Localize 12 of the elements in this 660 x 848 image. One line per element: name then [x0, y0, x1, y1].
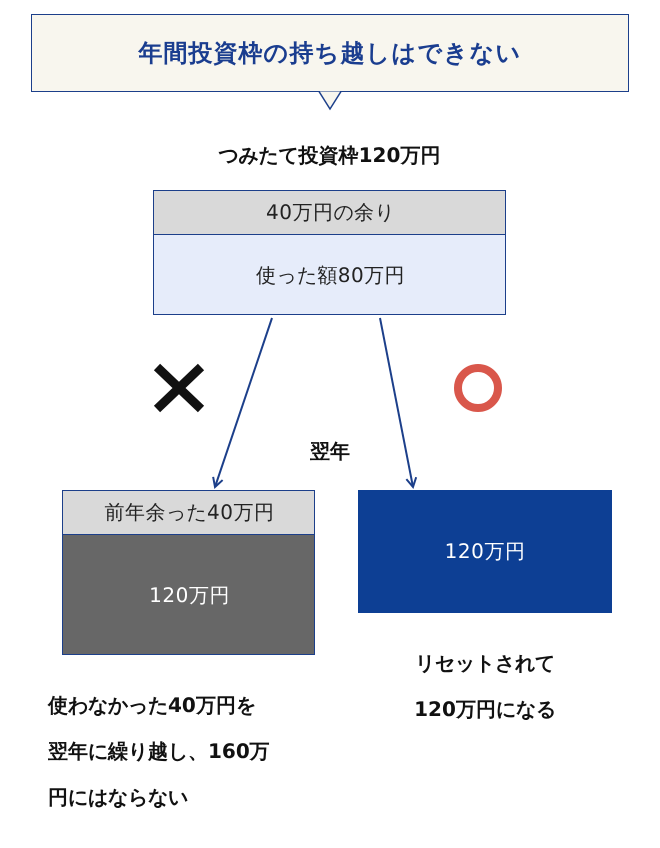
amount-box: 120万円 [358, 490, 612, 613]
callout-box: 年間投資枠の持ち越しはできない [31, 14, 629, 92]
caption-text: 使わなかった40万円を翌年に繰り越し、160万円にはならない [48, 692, 271, 811]
comparison-box [62, 490, 315, 655]
box-heading: つみたて投資枠120万円 [218, 142, 442, 169]
arrow [212, 318, 273, 488]
arrow [379, 318, 418, 488]
body-row: 使った額80万円 [154, 235, 505, 314]
caption-text: リセットされて120万円になる [413, 650, 557, 723]
body-row: 120万円 [63, 535, 314, 654]
header-row: 40万円の余り [154, 191, 505, 235]
header-row: 前年余った40万円 [63, 491, 314, 535]
